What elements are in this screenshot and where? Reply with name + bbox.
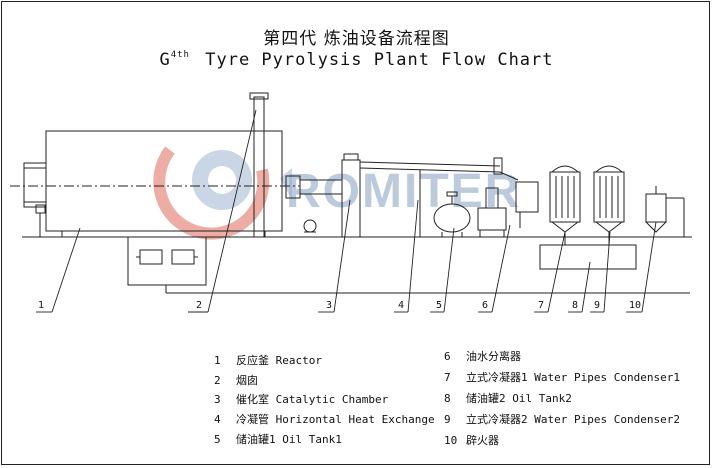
- chimney: [249, 92, 269, 238]
- callout-numbers: 1 2 3 4 5 6 7 8 9 10: [38, 300, 641, 311]
- furnace-base: [127, 236, 690, 294]
- oil-tank-2: [539, 244, 637, 270]
- callout-3: 3: [326, 300, 332, 311]
- callout-9: 9: [594, 300, 600, 311]
- callout-7: 7: [538, 300, 544, 311]
- callout-10: 10: [629, 300, 641, 311]
- english-title-text: Tyre Pyrolysis Plant Flow Chart: [205, 50, 554, 70]
- callout-5: 5: [436, 300, 442, 311]
- watermark-text: ROMITER: [286, 165, 521, 218]
- water-pipes-condenser-1: [549, 165, 581, 245]
- callout-1: 1: [38, 300, 44, 311]
- catalytic-chamber: [285, 153, 361, 238]
- horizontal-heat-exchanger: [359, 157, 519, 237]
- reactor: [10, 130, 300, 237]
- water-pipes-condenser-2: [593, 165, 625, 245]
- watermark-logo: [153, 146, 292, 240]
- callout-leaders: [36, 109, 657, 313]
- english-title-superscript: 4th: [170, 50, 190, 60]
- oil-tank-1: [433, 191, 471, 237]
- english-title-prefix: G: [159, 50, 171, 70]
- chinese-title: 第四代 炼油设备流程图: [263, 29, 450, 49]
- callout-2: 2: [196, 300, 202, 311]
- oil-water-separator: [477, 181, 539, 237]
- callout-6: 6: [482, 300, 488, 311]
- fire-stopper: [645, 186, 685, 237]
- callout-8: 8: [572, 300, 578, 311]
- callout-4: 4: [398, 300, 404, 311]
- english-title: G4th Tyre Pyrolysis Plant Flow Chart: [0, 50, 713, 70]
